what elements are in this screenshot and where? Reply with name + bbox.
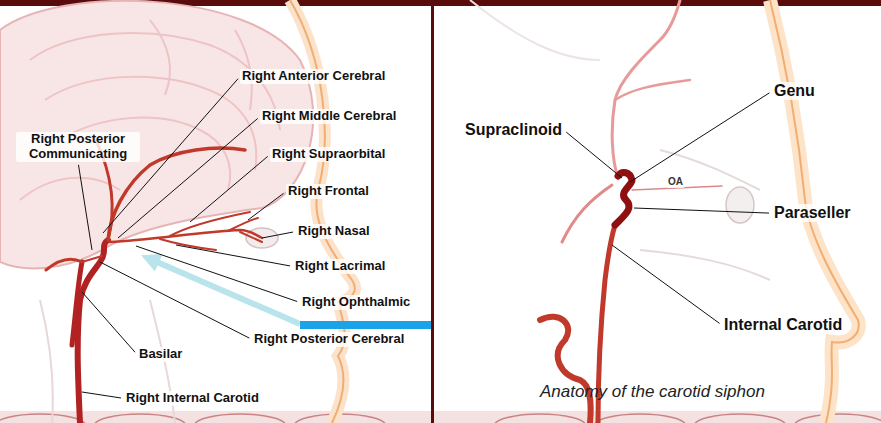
part-label: Right Supraorbital [270,147,387,162]
vessel-abbreviation: OA [666,176,685,188]
panel-divider [431,0,434,423]
part-label: Internal Carotid [722,316,844,334]
leader-line [190,156,268,222]
part-label: Right Lacrimal [293,259,387,274]
part-label: Right Nasal [296,224,372,239]
leader-line [634,208,769,213]
left-head [0,0,355,423]
part-label: Paraseller [772,204,853,222]
leader-line [630,93,769,182]
pointer-arrow [150,259,300,324]
part-label: Right Frontal [286,184,371,199]
leader-line [612,245,720,323]
right-head [470,0,859,423]
leader-line [248,193,284,220]
leader-line [78,165,92,250]
right-arteries [540,0,722,423]
leader-line [82,292,135,352]
leader-line [566,132,622,178]
part-label: Basilar [137,347,184,362]
leader-line [176,245,290,266]
part-label: Right Posterior Communicating [16,132,140,162]
bottom-pattern [0,414,881,423]
part-label: Right Anterior Cerebral [240,69,387,84]
part-label: Supraclinoid [463,121,564,139]
left-arteries [46,140,262,423]
part-label: Right Posterior Cerebral [252,332,406,347]
pointer-bar [300,321,431,329]
part-label: Right Ophthalmic [300,295,412,310]
figure-caption: Anatomy of the carotid siphon [540,382,765,402]
leader-line [262,232,293,238]
leader-line [100,262,249,338]
bottom-band [0,411,881,423]
part-label: Genu [772,82,817,100]
part-label: Right Middle Cerebral [260,109,398,124]
part-label: Right Internal Carotid [124,391,261,406]
leader-line [82,392,121,398]
